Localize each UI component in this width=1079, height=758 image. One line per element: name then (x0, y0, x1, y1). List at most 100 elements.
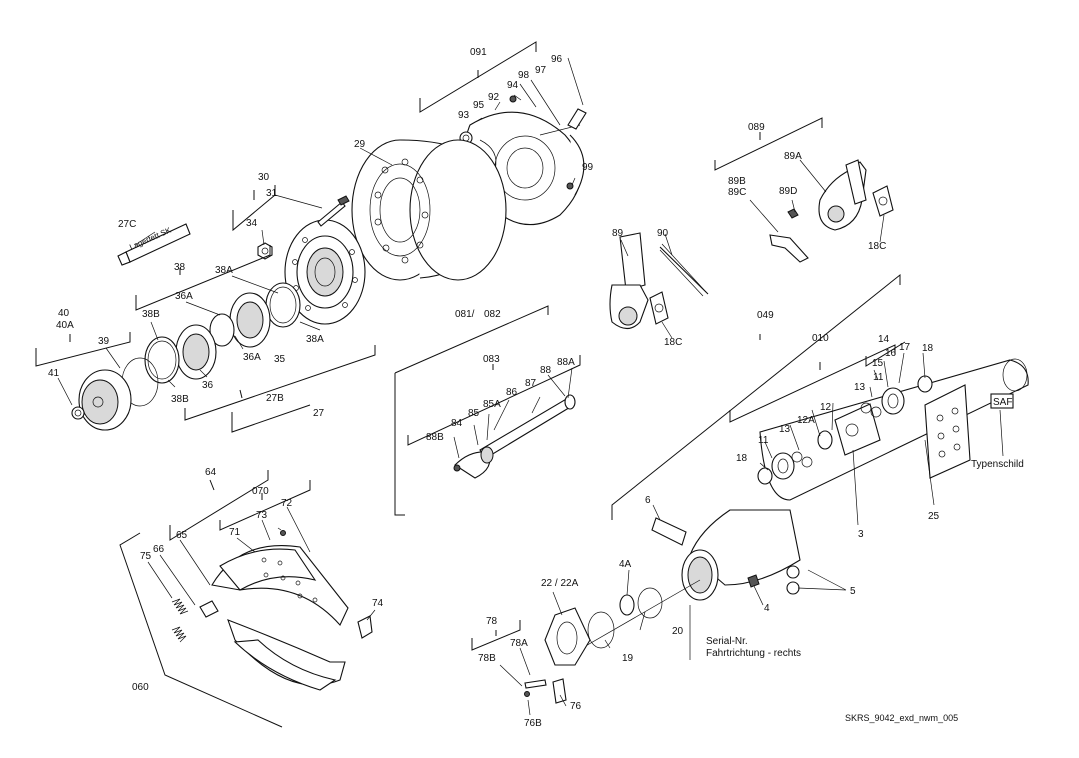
label-3: 3 (858, 529, 864, 540)
label-070: 070 (252, 486, 269, 497)
label-18-bot: 18 (736, 453, 748, 464)
label-010: 010 (812, 333, 829, 344)
label-38B-bot: 38B (171, 394, 189, 405)
label-18-top: 18 (922, 343, 934, 354)
label-38A-bot: 38A (306, 334, 324, 345)
label-85: 85 (468, 408, 480, 419)
label-typenschild: Typenschild (971, 459, 1024, 470)
label-083: 083 (483, 354, 500, 365)
label-36: 36 (202, 380, 214, 391)
return-spring (171, 598, 189, 643)
label-73: 73 (256, 510, 268, 521)
label-96: 96 (551, 54, 563, 65)
axle-beam: SAF (757, 358, 1029, 501)
label-11b: 11 (758, 435, 769, 446)
label-12: 12 (820, 402, 832, 413)
label-92: 92 (488, 92, 500, 103)
label-94: 94 (507, 80, 519, 91)
label-36A-top: 36A (175, 291, 193, 302)
lock-pin (524, 678, 567, 704)
label-78: 78 (486, 616, 498, 627)
label-66: 66 (153, 544, 165, 555)
label-76: 76 (570, 701, 582, 712)
label-86: 86 (506, 387, 518, 398)
label-27: 27 (313, 408, 325, 419)
label-4A: 4A (619, 559, 632, 570)
label-87: 87 (525, 378, 537, 389)
label-15: 15 (872, 358, 884, 369)
label-4: 4 (764, 603, 770, 614)
anchor-roller (199, 600, 219, 618)
label-38A-top: 38A (215, 265, 233, 276)
brake-drum (351, 139, 507, 281)
label-89B: 89B (728, 176, 746, 187)
footer-code: SKRS_9042_exd_nwm_005 (845, 713, 958, 723)
label-71: 71 (229, 527, 241, 538)
label-41: 41 (48, 368, 60, 379)
brake-shoe-upper (211, 530, 349, 626)
label-14: 14 (878, 334, 890, 345)
callout-labels: 091 96 97 98 94 92 95 93 99 29 30 31 34 … (48, 47, 1024, 729)
label-12A: 12A (797, 415, 815, 426)
label-29: 29 (354, 139, 366, 150)
label-060: 060 (132, 682, 149, 693)
label-27B: 27B (266, 393, 284, 404)
label-16: 16 (885, 348, 897, 359)
label-74: 74 (372, 598, 384, 609)
label-95: 95 (473, 100, 485, 111)
slack-adjuster-top (769, 159, 894, 263)
label-78B: 78B (478, 653, 496, 664)
label-18C-right: 18C (868, 241, 886, 252)
label-89D: 89D (779, 186, 797, 197)
label-11a: 11 (873, 372, 884, 383)
label-88A: 88A (557, 357, 575, 368)
axle-nut (544, 607, 591, 666)
label-99: 99 (582, 162, 594, 173)
label-64: 64 (205, 467, 217, 478)
label-36A-bot: 36A (243, 352, 261, 363)
callout-lines (35, 41, 1004, 728)
label-091: 091 (470, 47, 487, 58)
label-35: 35 (274, 354, 286, 365)
label-39: 39 (98, 336, 110, 347)
label-30: 30 (258, 172, 270, 183)
label-089: 089 (748, 122, 765, 133)
slack-adjuster-mid (609, 232, 709, 330)
label-20: 20 (672, 626, 684, 637)
label-049: 049 (757, 310, 774, 321)
hub-cap (71, 369, 132, 431)
brake-camshaft (453, 394, 576, 479)
label-84: 84 (451, 418, 463, 429)
spring-clip (357, 615, 373, 639)
label-72: 72 (281, 498, 293, 509)
label-22: 22 / 22A (541, 578, 579, 589)
label-19: 19 (622, 653, 634, 664)
grease-tube (117, 223, 191, 266)
label-direction: Fahrtrichtung - rechts (706, 648, 801, 659)
label-31: 31 (266, 188, 278, 199)
label-40: 40 (58, 308, 70, 319)
label-89C: 89C (728, 187, 746, 198)
axle-logo: SAF (993, 397, 1012, 408)
label-serial: Serial-Nr. (706, 636, 748, 647)
label-081: 081/ (455, 309, 475, 320)
label-88B: 88B (426, 432, 444, 443)
label-89: 89 (612, 228, 624, 239)
label-97: 97 (535, 65, 547, 76)
label-90: 90 (657, 228, 669, 239)
label-40A: 40A (56, 320, 74, 331)
wheel-nut (257, 242, 273, 260)
label-93: 93 (458, 110, 470, 121)
label-13b: 13 (779, 424, 791, 435)
label-082: 082 (484, 309, 501, 320)
label-75: 75 (140, 551, 152, 562)
label-78A: 78A (510, 638, 528, 649)
brake-shoe-lower (227, 619, 346, 691)
label-25: 25 (928, 511, 940, 522)
label-98: 98 (518, 70, 530, 81)
label-38B-top: 38B (142, 309, 160, 320)
stub-axle (569, 509, 801, 656)
label-34: 34 (246, 218, 258, 229)
